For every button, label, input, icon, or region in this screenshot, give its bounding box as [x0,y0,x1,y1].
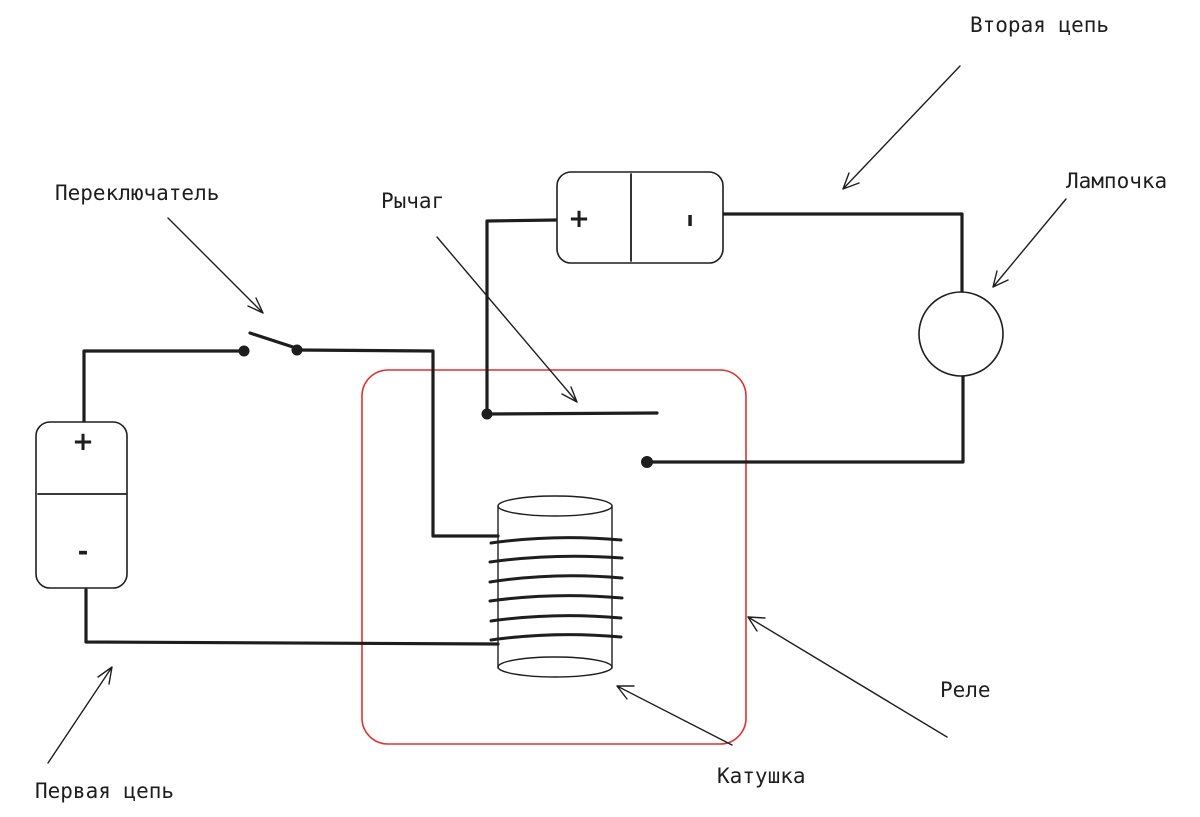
wire-coil-to-battery [84,588,500,646]
coil-top-ellipse [497,495,613,517]
relay-outline [361,369,747,745]
label-second-circuit: Вторая цепь [970,13,1109,37]
arrow-relay [747,616,948,738]
coil-turn [488,554,624,564]
lever [481,408,659,468]
wire-battery-to-lever [485,218,559,416]
battery-left: + - [35,421,128,589]
coil-turn [489,536,623,545]
arrow-first-circuit [47,666,113,764]
switch-blade [248,331,298,350]
arrow-second-circuit [842,65,961,190]
coil [488,495,624,678]
coil-turn [489,633,623,642]
wire-battery-to-lamp [721,212,964,294]
first-circuit-wires [82,348,500,646]
annotation-arrows [47,65,1067,764]
battery-top-minus: ı [687,207,694,231]
arrow-lamp [992,198,1067,288]
coil-turn [488,574,624,584]
label-lever: Рычаг [381,189,444,213]
relay-contact [641,456,653,468]
switch-contact-left [238,345,250,357]
battery-top: + ı [556,171,724,264]
label-lamp: Лампочка [1066,169,1167,193]
lever-arm [485,411,659,416]
wire-lamp-to-contact [646,374,965,464]
battery-left-minus: - [78,537,89,567]
label-first-circuit: Первая цепь [35,779,174,803]
label-relay: Реле [940,678,991,702]
label-switch: Переключатель [55,181,219,205]
battery-top-plus: + [568,204,590,234]
lamp [918,291,1004,377]
wire-battery-to-switch [82,349,246,424]
label-coil: Катушка [717,764,806,788]
battery-top-body [556,171,724,264]
battery-left-plus: + [72,427,94,457]
lever-pivot [481,408,493,420]
switch [238,331,303,357]
coil-bottom-ellipse [497,656,613,678]
coil-body [497,505,613,669]
arrow-coil [616,685,733,746]
wire-switch-to-coil [295,348,500,538]
battery-left-body [35,421,128,589]
coil-turn [489,614,623,623]
coil-turn [488,594,624,603]
arrow-lever [436,236,578,403]
second-circuit-wires [485,212,965,464]
arrow-switch [167,217,264,314]
